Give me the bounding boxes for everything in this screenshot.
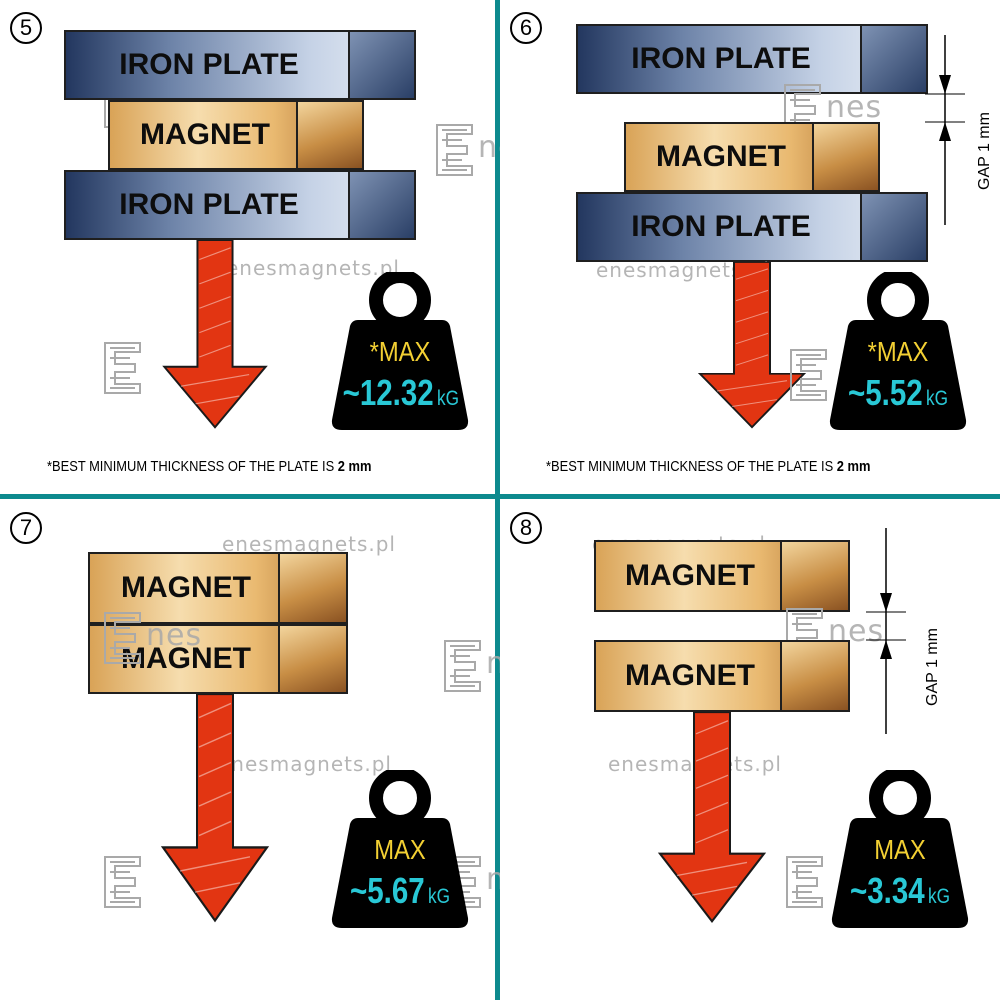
panel-5: 5 nes IRON PLATE MAGNET IRON PLATE enesm…: [0, 0, 500, 500]
max-label: *MAX: [867, 336, 929, 367]
panel-8: 8 enesmagnets.pl MAGNET nes MAGNET GAP 1…: [500, 500, 1000, 1000]
block-label: IRON PLATE: [631, 42, 811, 75]
magnet-block: MAGNET: [624, 122, 880, 192]
watermark-logo-text: nes: [486, 862, 500, 897]
max-label: *MAX: [369, 336, 431, 367]
magnet-block-bottom: MAGNET: [594, 640, 850, 712]
block-label: MAGNET: [140, 118, 270, 151]
panel-number: 6: [510, 12, 542, 44]
iron-plate-top: IRON PLATE: [576, 24, 928, 94]
block-label: MAGNET: [625, 559, 755, 592]
watermark-url: enesmagnets.pl: [218, 752, 392, 776]
watermark-logo-text: nes: [478, 130, 500, 165]
max-label: MAX: [874, 834, 926, 865]
watermark-url: enesmagnets.pl: [226, 256, 400, 280]
pull-arrow: [652, 712, 772, 930]
panel-6: 6 IRON PLATE nes MAGNET IRON PLATE GAP 1…: [500, 0, 1000, 500]
iron-plate-bottom: IRON PLATE: [64, 170, 416, 240]
vertical-divider: [495, 0, 500, 1000]
gap-dimension-marker: [866, 528, 906, 734]
block-label: IRON PLATE: [119, 188, 299, 221]
gap-label: GAP 1 mm: [924, 628, 941, 706]
magnet-block: MAGNET: [108, 100, 364, 170]
panel-number: 5: [10, 12, 42, 44]
footnote: *BEST MINIMUM THICKNESS OF THE PLATE IS …: [47, 458, 372, 475]
watermark-logo-text: nes: [146, 618, 203, 653]
gap-label: GAP 1 mm: [976, 112, 993, 190]
block-label: MAGNET: [121, 642, 251, 675]
watermark-logo-text: nes: [486, 646, 500, 681]
block-label: IRON PLATE: [119, 48, 299, 81]
footnote: *BEST MINIMUM THICKNESS OF THE PLATE IS …: [546, 458, 871, 475]
enes-logo-watermark: [100, 852, 220, 912]
watermark-logo-text: nes: [826, 90, 883, 125]
block-label: IRON PLATE: [631, 210, 811, 243]
iron-plate-bottom: IRON PLATE: [576, 192, 928, 262]
block-label: MAGNET: [625, 659, 755, 692]
panel-number: 8: [510, 512, 542, 544]
iron-plate-top: IRON PLATE: [64, 30, 416, 100]
block-label: MAGNET: [656, 140, 786, 173]
max-label: MAX: [374, 834, 426, 865]
block-label: MAGNET: [121, 571, 251, 604]
panel-number: 7: [10, 512, 42, 544]
enes-logo-watermark: [100, 338, 220, 398]
panel-7: 7 enesmagnets.pl MAGNET MAGNET nes nes e…: [0, 500, 500, 1000]
gap-dimension-marker: [925, 35, 965, 225]
horizontal-divider: [0, 494, 1000, 499]
magnet-block-top: MAGNET: [594, 540, 850, 612]
